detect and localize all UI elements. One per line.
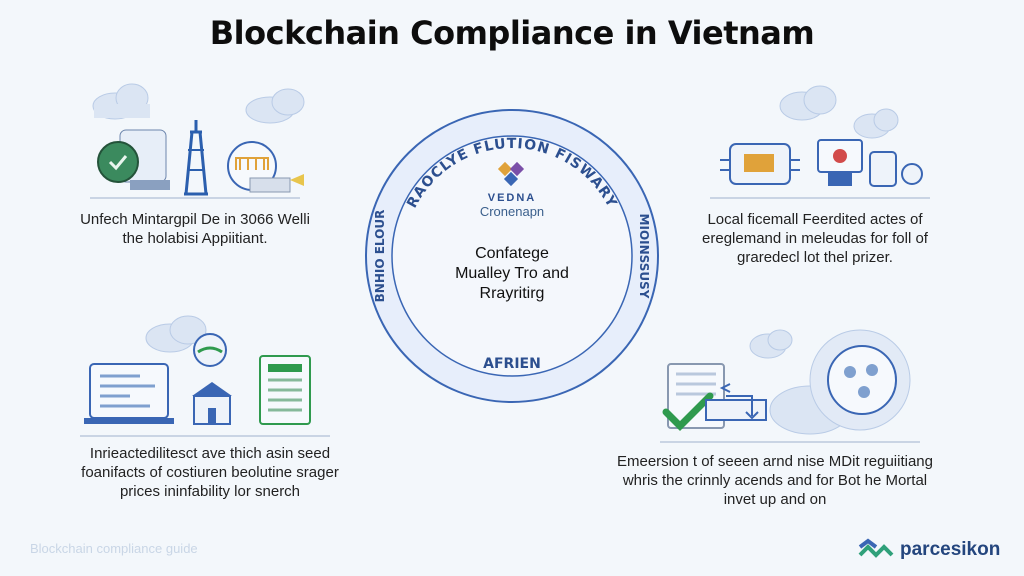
- caption-line: foanifacts of costiuren beolutine srager: [81, 464, 339, 481]
- caption-line: the holabisi Appiitiant.: [122, 230, 268, 247]
- top-right-illustration: [710, 85, 930, 199]
- caption-line: whris the crinnly acends and for Bot he …: [622, 472, 928, 489]
- document-icon: [259, 355, 311, 425]
- bottom-left-illustration: [80, 315, 330, 437]
- cloud-icon: [779, 85, 837, 121]
- brand-logo[interactable]: parcesikon: [858, 536, 1000, 564]
- cloud-icon: [853, 108, 899, 139]
- caption-line: ereglemand in meleudas for foll of: [702, 230, 928, 247]
- globe-badge-icon: [193, 333, 227, 367]
- heading-line: Mualley Tro and: [455, 265, 569, 282]
- tower-icon: [184, 120, 208, 196]
- brand-name: parcesikon: [900, 539, 1001, 560]
- top-left-illustration: [90, 83, 305, 199]
- heading-line: Rrayritirg: [479, 285, 545, 302]
- top-left-caption: Unfech Mintargpil De in 3066 Welli the h…: [60, 210, 330, 248]
- bank-icon: [192, 382, 232, 425]
- caption-line: Inrieactedilitesct ave thich asin seed: [89, 445, 331, 462]
- bottom-left-caption: Inrieactedilitesct ave thich asin seed f…: [60, 444, 360, 501]
- center-heading: Confatege Mualley Tro and Rrayritirg: [412, 244, 612, 304]
- caption-line: prices ininfability lor snerch: [119, 483, 301, 500]
- chip-device-icon: [720, 143, 800, 185]
- caption-line: Emeersion t of seeen arnd nise MDit regu…: [617, 453, 933, 470]
- caption-line: Unfech Mintargpil De in 3066 Welli: [80, 211, 310, 228]
- cloud-icon: [145, 315, 207, 353]
- caption-line: Local ficemall Feerdited actes of: [707, 211, 923, 228]
- server-icon: [869, 151, 923, 187]
- logo-line: VEDNA: [487, 192, 537, 204]
- brain-network-icon: [827, 345, 897, 415]
- logo-line: Cronenapn: [479, 204, 545, 219]
- cloud-icon: [245, 88, 305, 124]
- watermark-text: Blockchain compliance guide: [30, 541, 198, 556]
- ring-label-left: BNHIO ELOUR: [373, 210, 387, 303]
- ring-label-bottom: AFRIEN: [483, 356, 541, 372]
- caption-line: invet up and on: [723, 491, 827, 508]
- ring-label-right: MIOINSSUSY: [637, 214, 651, 299]
- checkmark-icon: [662, 392, 714, 431]
- heading-line: Confatege: [475, 245, 549, 262]
- bottom-right-caption: Emeersion t of seeen arnd nise MDit regu…: [605, 452, 945, 509]
- bottom-right-illustration: [660, 329, 920, 443]
- transfer-arrows-icon: [705, 383, 767, 421]
- cloud-icon: [92, 83, 150, 120]
- center-logo-text: VEDNA Cronenapn: [412, 192, 612, 219]
- cloud-icon: [749, 329, 793, 359]
- page-title: Blockchain Compliance in Vietnam: [209, 14, 815, 52]
- computer-icon: [817, 139, 863, 186]
- top-right-caption: Local ficemall Feerdited actes of eregle…: [675, 210, 955, 267]
- vietnam-logo-icon: [497, 161, 525, 187]
- center-ring-diagram: RAOCLYE FLUTION FISWARY BNHIO ELOUR MIOI…: [365, 109, 659, 403]
- building-icon: [227, 141, 304, 193]
- laptop-icon: [84, 363, 174, 424]
- brand-mark-icon: [858, 538, 894, 558]
- caption-line: graredecl lot thel prizer.: [737, 249, 893, 266]
- shield-badge-icon: [97, 129, 170, 190]
